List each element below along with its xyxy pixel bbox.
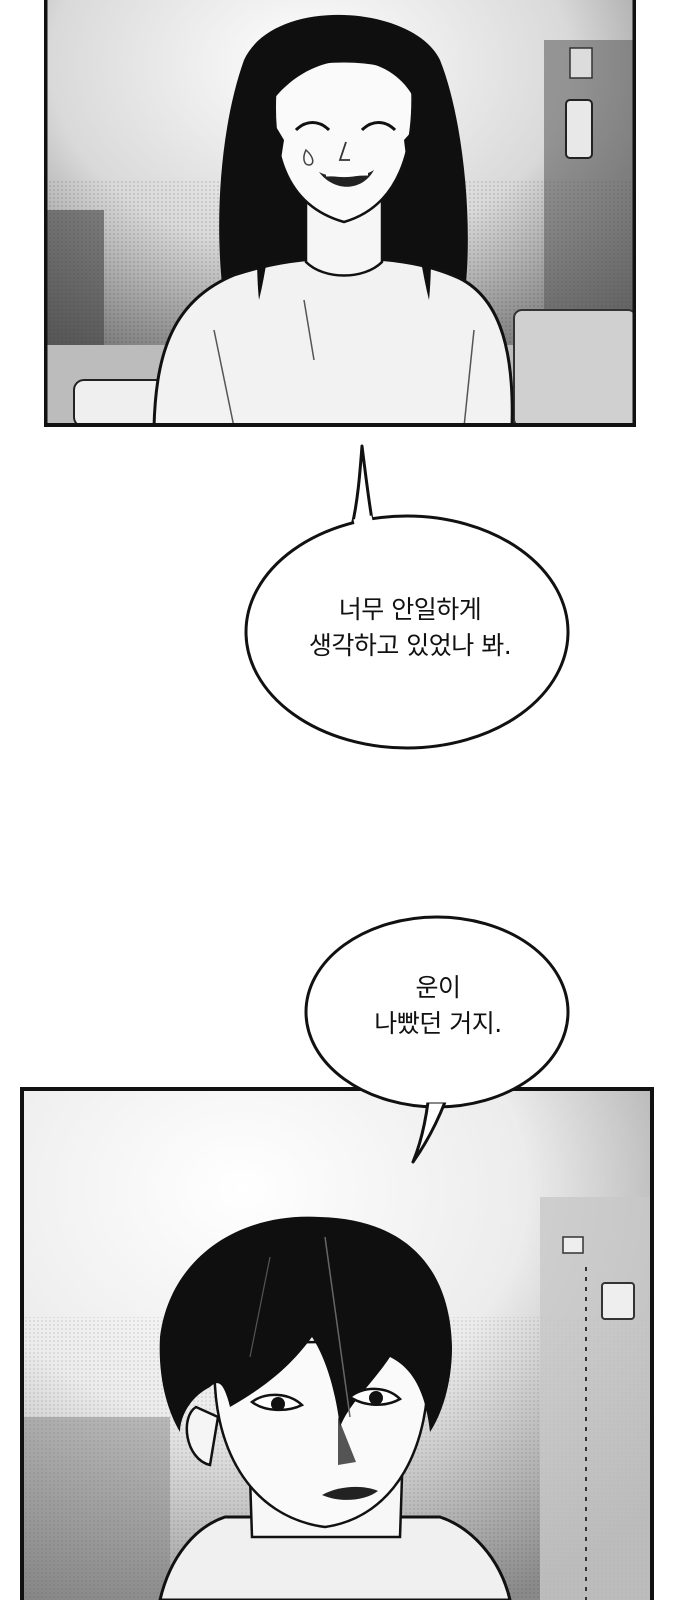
panel-top-illustration <box>44 0 636 427</box>
man-hair <box>159 1216 452 1432</box>
speech-bubble-2-text: 운이 나빴던 거지. <box>318 970 558 1042</box>
woman-mouth <box>319 170 374 187</box>
background-wall-right <box>544 40 636 360</box>
background-furniture-left <box>44 210 104 360</box>
woman-eye-left <box>294 121 331 132</box>
speech-bubble-1-text: 너무 안일하게 생각하고 있었나 봐. <box>260 592 560 664</box>
speech-bubble-2-line-1: 운이 <box>415 973 461 1002</box>
panel-bottom-illustration <box>20 1087 654 1600</box>
intercom-icon <box>565 99 593 159</box>
speech-bubble-2-line-2: 나빴던 거지. <box>374 1009 502 1038</box>
panel-top-border <box>44 0 636 427</box>
man-mouth <box>322 1486 378 1500</box>
comic-panel-top <box>44 0 636 427</box>
comic-panel-bottom <box>20 1087 654 1600</box>
background-door <box>540 1197 654 1600</box>
woman-face <box>273 60 414 224</box>
speech-bubble-1-line-1: 너무 안일하게 <box>338 595 482 624</box>
speech-bubble-1-line-2: 생각하고 있었나 봐. <box>308 631 512 660</box>
door-sign-icon <box>601 1282 635 1320</box>
speech-bubble-1-tail <box>350 444 374 528</box>
woman-eye-right <box>360 121 397 132</box>
